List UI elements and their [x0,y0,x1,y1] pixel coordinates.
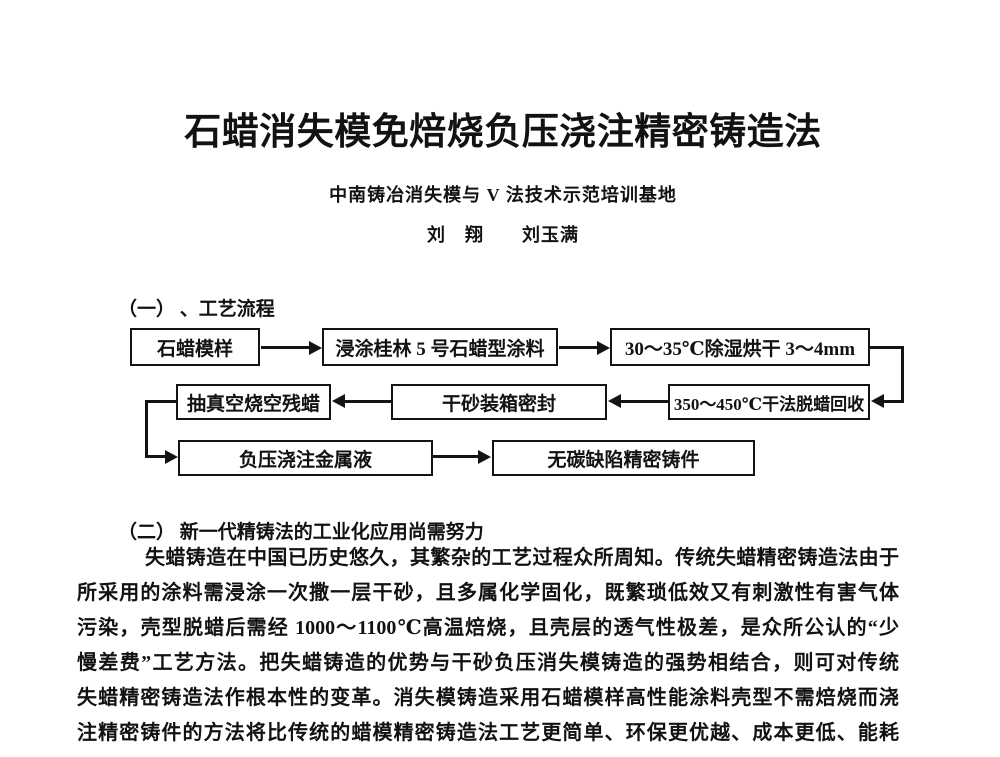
body-paragraph: 失蜡铸造在中国已历史悠久，其繁杂的工艺过程众所周知。传统失蜡精密铸造法由于 所采… [77,541,899,751]
arrow-line [344,400,391,403]
arrow-line [261,346,310,349]
flow-box-dewax-recovery: 350～450℃干法脱蜡回收 [668,384,870,420]
connector-line [145,400,148,458]
connector-line [145,455,166,458]
flow-box-dehumidify-dry: 30～35℃除湿烘干 3～4mm [610,328,870,366]
flow-box-precision-casting: 无碳缺陷精密铸件 [492,440,755,476]
flow-box-label: 无碳缺陷精密铸件 [547,449,700,471]
body-line: 污染，壳型脱蜡后需经 1000～1100℃高温焙烧，且壳层的透气性极差，是众所公… [77,617,899,639]
flow-box-label: 负压浇注金属液 [238,449,372,471]
body-line: 注精密铸件的方法将比传统的蜡模精密铸造法工艺更简单、环保更优越、成本更低、能耗 [77,722,899,744]
arrow-line [620,400,668,403]
flow-box-label: 350～450℃干法脱蜡回收 [673,394,865,414]
arrow-right-icon [309,341,322,355]
flow-box-vacuum-pouring: 负压浇注金属液 [178,440,433,476]
arrow-right-icon [597,341,610,355]
flow-box-label: 30～35℃除湿烘干 3～4mm [624,338,856,360]
body-line: 所采用的涂料需浸涂一次撒一层干砂，且多属化学固化，既繁琐低效又有刺激性有害气体 [77,582,899,604]
flow-box-label: 抽真空烧空残蜡 [186,393,320,415]
flow-box-wax-pattern: 石蜡模样 [130,328,260,366]
section1-heading: （一） 、工艺流程 [118,299,275,320]
section2-heading: （二） 新一代精铸法的工业化应用尚需努力 [118,522,484,543]
connector-line [870,346,904,349]
connector-line [884,400,904,403]
flow-box-label: 石蜡模样 [156,338,233,360]
flow-box-dip-coating: 浸涂桂林 5 号石蜡型涂料 [322,328,558,366]
flow-box-label: 干砂装箱密封 [441,393,556,415]
arrow-line [433,455,479,458]
body-line: 失蜡精密铸造法作根本性的变革。消失模铸造采用石蜡模样高性能涂料壳型不需焙烧而浇 [77,687,899,709]
paper-title: 石蜡消失模免焙烧负压浇注精密铸造法 [184,112,822,153]
arrow-left-icon [871,394,884,408]
arrow-left-icon [608,394,621,408]
arrow-line [559,346,598,349]
body-line: 慢差费”工艺方法。把失蜡铸造的优势与干砂负压消失模铸造的强势相结合，则可对传统 [77,652,899,674]
flow-box-vacuum-burnout: 抽真空烧空残蜡 [176,384,331,420]
connector-line [901,346,904,402]
arrow-right-icon [478,450,491,464]
paper-affiliation: 中南铸冶消失模与 V 法技术示范培训基地 [329,185,677,205]
body-line: 失蜡铸造在中国已历史悠久，其繁杂的工艺过程众所周知。传统失蜡精密铸造法由于 [145,547,899,569]
paper-authors: 刘 翔 刘玉满 [427,225,579,245]
connector-line [145,400,176,403]
arrow-left-icon [332,394,345,408]
arrow-right-icon [165,450,178,464]
flow-box-dry-sand-seal: 干砂装箱密封 [391,384,607,420]
flow-box-label: 浸涂桂林 5 号石蜡型涂料 [335,338,545,360]
